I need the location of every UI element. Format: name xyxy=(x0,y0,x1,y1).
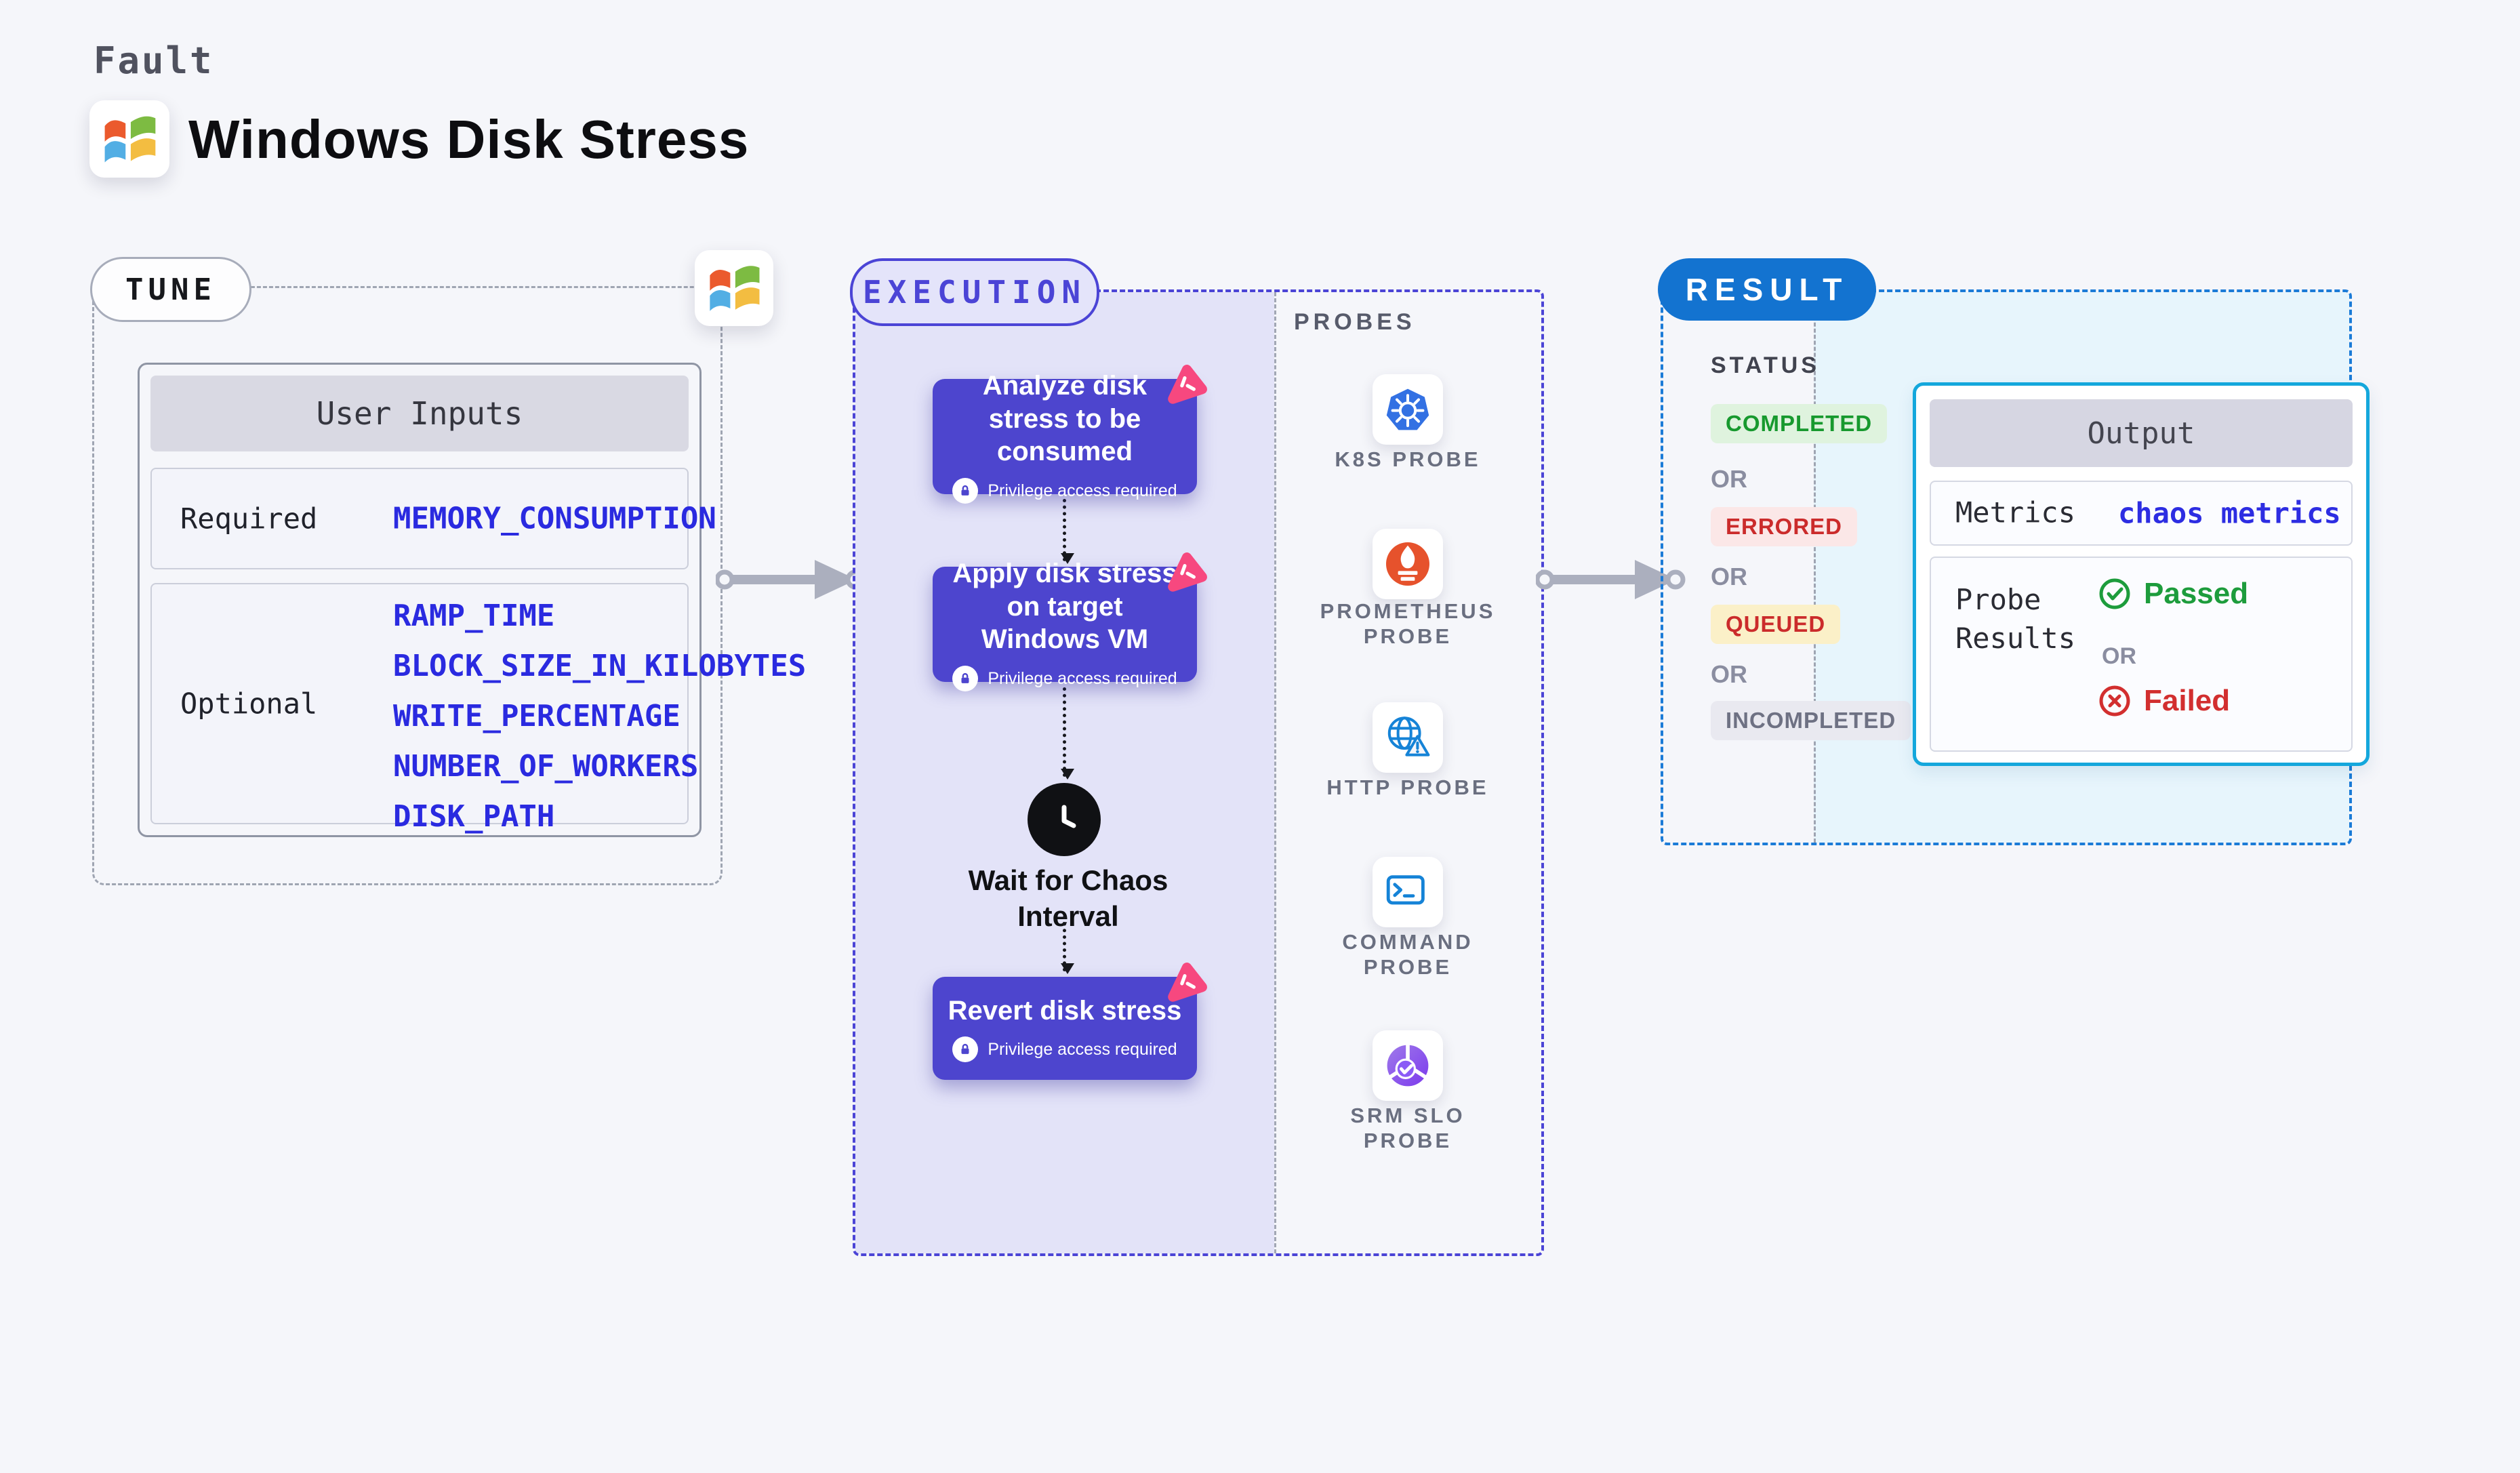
flow-arrow-icon xyxy=(716,560,866,599)
privilege-label: Privilege access required xyxy=(988,1039,1177,1059)
fault-kind-label: Fault xyxy=(94,39,214,82)
or-label: OR xyxy=(1711,465,1747,493)
optional-input-name: WRITE_PERCENTAGE xyxy=(393,699,680,733)
prometheus-icon xyxy=(1373,529,1443,599)
kubernetes-icon xyxy=(1373,374,1443,445)
windows-logo-icon xyxy=(89,100,169,178)
step-analyze-disk-stress: Analyze disk stress to be consumed Privi… xyxy=(933,365,1207,504)
result-badge: RESULT xyxy=(1658,258,1876,321)
slo-donut-check-icon xyxy=(1373,1030,1443,1101)
or-label: OR xyxy=(2102,643,2136,669)
privilege-label: Privilege access required xyxy=(988,668,1177,688)
check-circle-icon xyxy=(2099,578,2130,609)
flow-arrow-icon xyxy=(1536,560,1686,599)
execution-badge: EXECUTION xyxy=(850,258,1099,326)
tune-section: TUNE User Inputs Required MEMORY_CONSUMP… xyxy=(90,250,806,885)
user-inputs-table: User Inputs Required MEMORY_CONSUMPTION … xyxy=(138,363,806,837)
probe-result-failed: Failed xyxy=(2098,684,2230,718)
probe-label: SRM SLO PROBE xyxy=(1350,1104,1465,1152)
result-section: RESULT STATUS COMPLETED OR ERRORED OR QU… xyxy=(1658,258,2370,845)
result-badge-label: RESULT xyxy=(1685,272,1849,307)
passed-label: Passed xyxy=(2144,577,2249,610)
status-divider xyxy=(1814,292,1816,843)
required-inputs-row: Required MEMORY_CONSUMPTION xyxy=(150,468,716,569)
probes-heading: PROBES xyxy=(1294,309,1416,335)
optional-inputs-row: Optional RAMP_TIME BLOCK_SIZE_IN_KILOBYT… xyxy=(150,583,806,834)
output-header: Output xyxy=(1930,399,2353,467)
probe-label: COMMAND PROBE xyxy=(1342,930,1474,979)
chaos-fault-icon xyxy=(1168,963,1207,1002)
flow-connector-down xyxy=(1061,499,1074,564)
flow-connector-down xyxy=(1061,687,1074,780)
optional-input-name: RAMP_TIME xyxy=(393,599,555,633)
flow-connector-down xyxy=(1061,916,1074,974)
status-badge-queued: QUEUED xyxy=(1711,605,1841,644)
metrics-row: Metrics chaos metrics xyxy=(1930,481,2353,546)
status-badge-incompleted: INCOMPLETED xyxy=(1711,701,1911,740)
optional-label: Optional xyxy=(180,687,318,721)
privilege-badge: Privilege access required xyxy=(952,666,1177,692)
windows-logo-small-icon xyxy=(695,250,773,326)
execution-badge-label: EXECUTION xyxy=(862,274,1087,310)
terminal-icon xyxy=(1373,857,1443,927)
probe-results-row: Probe Results Passed OR Failed xyxy=(1930,557,2353,752)
required-label: Required xyxy=(180,502,318,536)
execution-section: EXECUTION Analyze disk stress to be cons… xyxy=(850,258,1544,1256)
optional-input-name: NUMBER_OF_WORKERS xyxy=(393,749,699,784)
chaos-fault-icon xyxy=(1168,365,1207,404)
optional-input-name: BLOCK_SIZE_IN_KILOBYTES xyxy=(393,649,807,683)
tune-badge: TUNE xyxy=(90,257,251,322)
step-apply-disk-stress: Apply disk stress on target Windows VM P… xyxy=(933,552,1207,692)
probe-label: PROMETHEUS PROBE xyxy=(1320,599,1496,648)
probe-results-label: Probe Results xyxy=(1955,583,2076,655)
clock-icon xyxy=(1028,783,1101,856)
step-title: Revert disk stress xyxy=(948,995,1182,1026)
page-title: Windows Disk Stress xyxy=(188,109,750,169)
lock-icon xyxy=(952,478,979,504)
lock-icon xyxy=(952,1036,979,1063)
or-label: OR xyxy=(1711,563,1747,590)
optional-input-name: DISK_PATH xyxy=(393,799,555,834)
step-title: Apply disk stress on target Windows VM xyxy=(952,558,1177,655)
failed-label: Failed xyxy=(2144,684,2231,717)
privilege-badge: Privilege access required xyxy=(952,1036,1177,1063)
probe-result-passed: Passed xyxy=(2098,577,2248,611)
chaos-fault-icon xyxy=(1168,552,1207,592)
privilege-label: Privilege access required xyxy=(988,481,1177,500)
privilege-badge: Privilege access required xyxy=(952,478,1177,504)
probe-label: HTTP PROBE xyxy=(1326,775,1489,799)
status-badge-completed: COMPLETED xyxy=(1711,404,1888,443)
x-circle-icon xyxy=(2099,685,2130,717)
metrics-label: Metrics xyxy=(1955,496,2076,529)
probe-label: K8S PROBE xyxy=(1335,447,1481,471)
output-panel: Output Metrics chaos metrics Probe Resul… xyxy=(1913,382,2370,766)
step-revert-disk-stress: Revert disk stress Privilege access requ… xyxy=(933,963,1207,1080)
status-heading: STATUS xyxy=(1711,352,1820,378)
status-badge-errored: ERRORED xyxy=(1711,507,1858,546)
metrics-value: chaos metrics xyxy=(2118,496,2341,530)
user-inputs-header: User Inputs xyxy=(150,376,689,451)
wait-for-chaos-interval-label: Wait for Chaos Interval xyxy=(968,864,1168,932)
optional-input-list: RAMP_TIME BLOCK_SIZE_IN_KILOBYTES WRITE_… xyxy=(393,591,806,842)
tune-badge-label: TUNE xyxy=(125,272,216,307)
or-label: OR xyxy=(1711,660,1747,688)
step-title: Analyze disk stress to be consumed xyxy=(982,370,1147,467)
probes-divider xyxy=(1274,292,1276,1253)
http-globe-warning-icon xyxy=(1373,702,1443,773)
required-input-name: MEMORY_CONSUMPTION xyxy=(393,501,716,536)
lock-icon xyxy=(952,666,979,692)
